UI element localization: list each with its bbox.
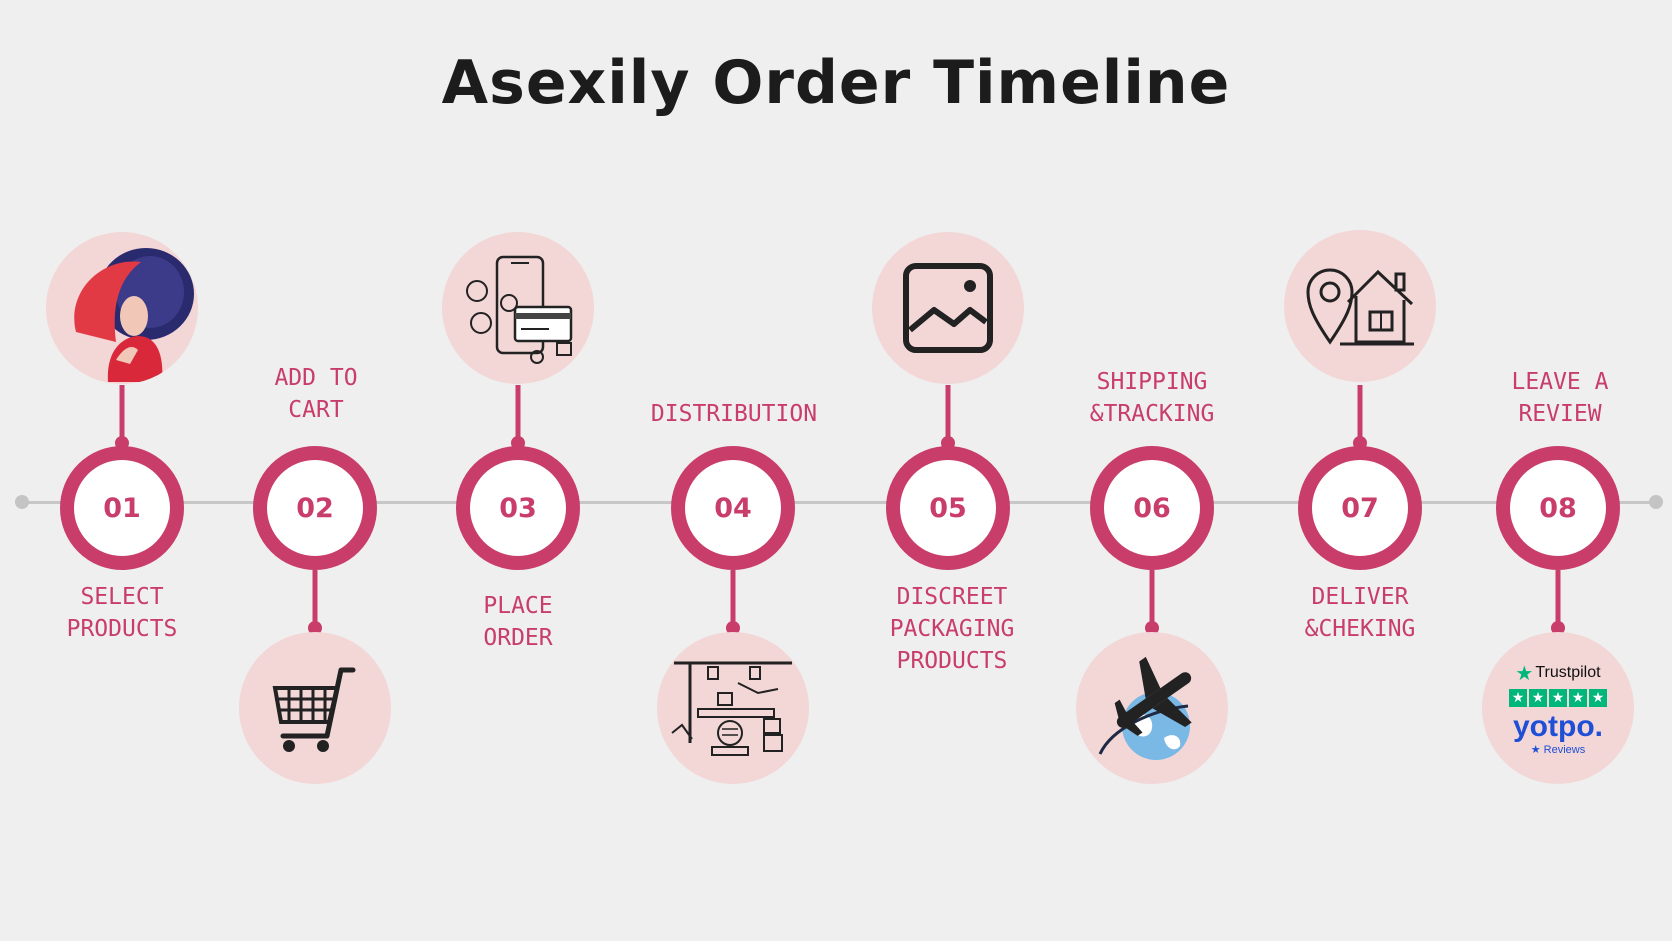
step-07-icon-bubble [1284, 230, 1436, 382]
connector-01 [119, 385, 125, 445]
label-line: LEAVE A [1511, 369, 1609, 395]
label-line: DISTRIBUTION [650, 401, 818, 427]
label-line: PRODUCTS [66, 616, 178, 642]
timeline-axis [22, 501, 1656, 504]
step-05-icon-bubble [872, 232, 1024, 384]
connector-08 [1555, 570, 1561, 630]
label-line: PRODUCTS [896, 648, 1008, 674]
rating-star-icon: ★ [1529, 688, 1547, 707]
trustpilot-wordmark: Trustpilot [1535, 664, 1601, 681]
rating-star-icon: ★ [1569, 688, 1587, 707]
woman-in-hat-icon [74, 248, 194, 382]
connector-07 [1357, 385, 1363, 445]
axis-start-cap [15, 495, 29, 509]
step-08-label: LEAVE A REVIEW [1460, 366, 1660, 430]
step-07-label: DELIVER &CHEKING [1260, 581, 1460, 645]
step-01-icon-bubble [46, 232, 198, 384]
step-04-label: DISTRIBUTION [634, 398, 834, 430]
step-01-circle: 01 [60, 446, 184, 570]
step-06-circle: 06 [1090, 446, 1214, 570]
image-placeholder-icon [903, 263, 993, 353]
step-03-icon-bubble [442, 232, 594, 384]
step-04-circle: 04 [671, 446, 795, 570]
location-home-icon [1306, 268, 1414, 346]
step-06-icon-bubble [1076, 632, 1228, 784]
label-line: ADD TO [274, 365, 358, 391]
label-line: &CHEKING [1304, 616, 1416, 642]
connector-05 [945, 385, 951, 445]
step-02-circle: 02 [253, 446, 377, 570]
step-number: 06 [1133, 492, 1171, 524]
step-02-icon-bubble [239, 632, 391, 784]
connector-dot-08 [1551, 621, 1565, 635]
step-07-circle: 07 [1298, 446, 1422, 570]
step-08-circle: 08 [1496, 446, 1620, 570]
trustpilot-logo: ★ Trustpilot [1515, 661, 1600, 686]
step-number: 01 [103, 492, 141, 524]
trustpilot-rating-stars: ★ ★ ★ ★ ★ [1509, 688, 1607, 707]
step-04-icon-bubble [657, 632, 809, 784]
mobile-payment-icon [466, 255, 573, 364]
step-03-label: PLACE ORDER [418, 590, 618, 654]
connector-03 [515, 385, 521, 445]
step-02-label: ADD TO CART [216, 362, 416, 426]
step-01-label: SELECT PRODUCTS [22, 581, 222, 645]
connector-06 [1149, 570, 1155, 630]
connector-02 [312, 570, 318, 630]
step-05-circle: 05 [886, 446, 1010, 570]
connector-dot-02 [308, 621, 322, 635]
rating-star-icon: ★ [1509, 688, 1527, 707]
axis-end-cap [1649, 495, 1663, 509]
trustpilot-star-icon: ★ [1515, 662, 1534, 685]
rating-star-icon: ★ [1549, 688, 1567, 707]
rating-star-icon: ★ [1589, 688, 1607, 707]
label-line: DELIVER [1311, 584, 1409, 610]
step-08-icon-bubble: ★ Trustpilot ★ ★ ★ ★ ★ yotpo. ★ Reviews [1482, 632, 1634, 784]
connector-04 [730, 570, 736, 630]
step-number: 08 [1539, 492, 1577, 524]
label-line: SHIPPING [1096, 369, 1208, 395]
yotpo-reviews-caption: ★ Reviews [1530, 743, 1586, 756]
label-line: ORDER [483, 625, 553, 651]
connector-dot-04 [726, 621, 740, 635]
step-06-label: SHIPPING &TRACKING [1052, 366, 1252, 430]
step-03-circle: 03 [456, 446, 580, 570]
label-line: REVIEW [1518, 401, 1602, 427]
page-title: Asexily Order Timeline [441, 48, 1231, 118]
label-line: PLACE [483, 593, 553, 619]
reviews-logo-icon: ★ Trustpilot ★ ★ ★ ★ ★ yotpo. ★ Reviews [1509, 661, 1607, 756]
shopping-cart-icon [272, 667, 356, 752]
connector-dot-06 [1145, 621, 1159, 635]
label-line: &TRACKING [1089, 401, 1215, 427]
yotpo-wordmark: yotpo. [1513, 709, 1603, 743]
step-number: 03 [499, 492, 537, 524]
airplane-globe-icon [1098, 656, 1192, 760]
step-number: 05 [929, 492, 967, 524]
factory-conveyor-icon [671, 661, 792, 756]
step-number: 07 [1341, 492, 1379, 524]
label-line: SELECT [80, 584, 164, 610]
step-05-label: DISCREET PACKAGING PRODUCTS [852, 581, 1052, 677]
label-line: PACKAGING [889, 616, 1015, 642]
label-line: CART [288, 397, 344, 423]
step-number: 04 [714, 492, 752, 524]
step-number: 02 [296, 492, 334, 524]
label-line: DISCREET [896, 584, 1008, 610]
